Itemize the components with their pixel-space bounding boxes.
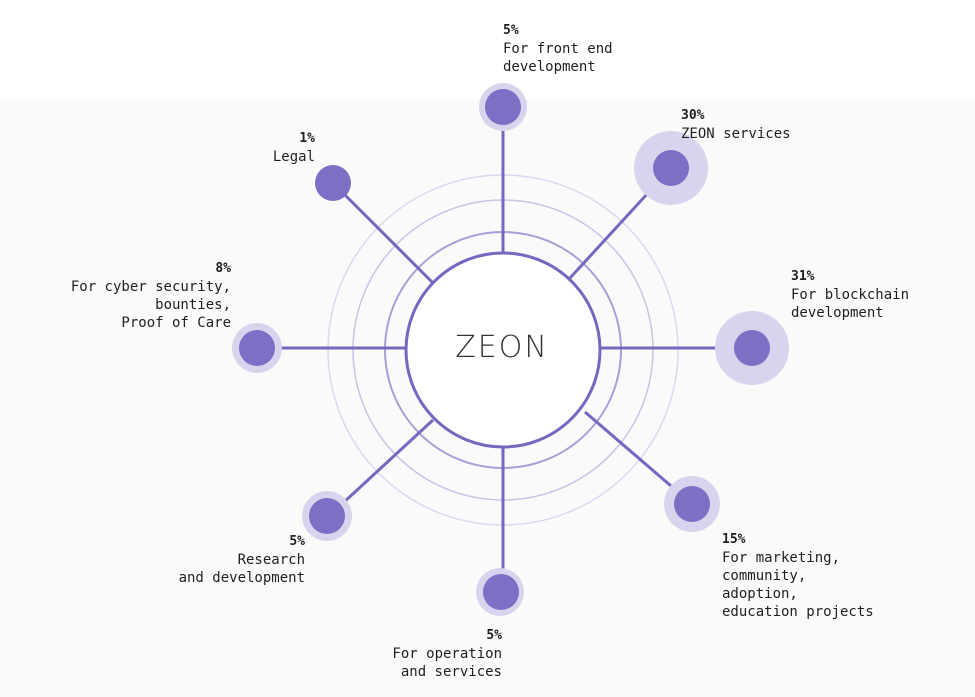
text-cyber: For cyber security, bounties, Proof of C… xyxy=(70,279,231,331)
text-legal: Legal xyxy=(272,149,315,165)
nodes xyxy=(239,89,770,610)
spoke-research xyxy=(328,418,435,517)
percent-blockchain: 31% xyxy=(791,269,815,284)
node-cyber xyxy=(239,330,275,366)
text-research: Research and development xyxy=(178,552,305,586)
node-operation xyxy=(483,574,519,610)
label-marketing: 15% For marketing, community, adoption, … xyxy=(722,531,874,621)
percent-front-end: 5% xyxy=(503,23,519,38)
zeon-logo: ZEON xyxy=(455,330,549,365)
text-front-end: For front end development xyxy=(503,41,613,75)
label-cyber: 8% For cyber security, bounties, Proof o… xyxy=(71,260,231,332)
label-legal: 1% Legal xyxy=(273,130,315,166)
label-blockchain: 31% For blockchain development xyxy=(791,268,909,322)
node-legal xyxy=(315,165,351,201)
spoke-legal xyxy=(331,181,435,285)
node-marketing xyxy=(674,486,710,522)
percent-research: 5% xyxy=(289,534,305,549)
percent-legal: 1% xyxy=(299,131,315,146)
percent-marketing: 15% xyxy=(722,532,746,547)
label-front-end: 5% For front end development xyxy=(503,22,613,76)
node-front-end xyxy=(485,89,521,125)
text-blockchain: For blockchain development xyxy=(791,287,910,321)
percent-zeon-services: 30% xyxy=(681,108,705,123)
label-zeon-services: 30% ZEON services xyxy=(681,107,791,143)
node-blockchain xyxy=(734,330,770,366)
text-zeon-services: ZEON services xyxy=(681,126,791,142)
node-research xyxy=(309,498,345,534)
percent-operation: 5% xyxy=(486,628,502,643)
label-research: 5% Research and development xyxy=(179,533,305,587)
text-marketing: For marketing, community, adoption, educ… xyxy=(722,550,874,620)
label-operation: 5% For operation and services xyxy=(392,627,502,681)
center-circle xyxy=(404,251,602,449)
text-operation: For operation and services xyxy=(392,646,502,680)
node-zeon-services xyxy=(653,150,689,186)
percent-cyber: 8% xyxy=(215,261,231,276)
